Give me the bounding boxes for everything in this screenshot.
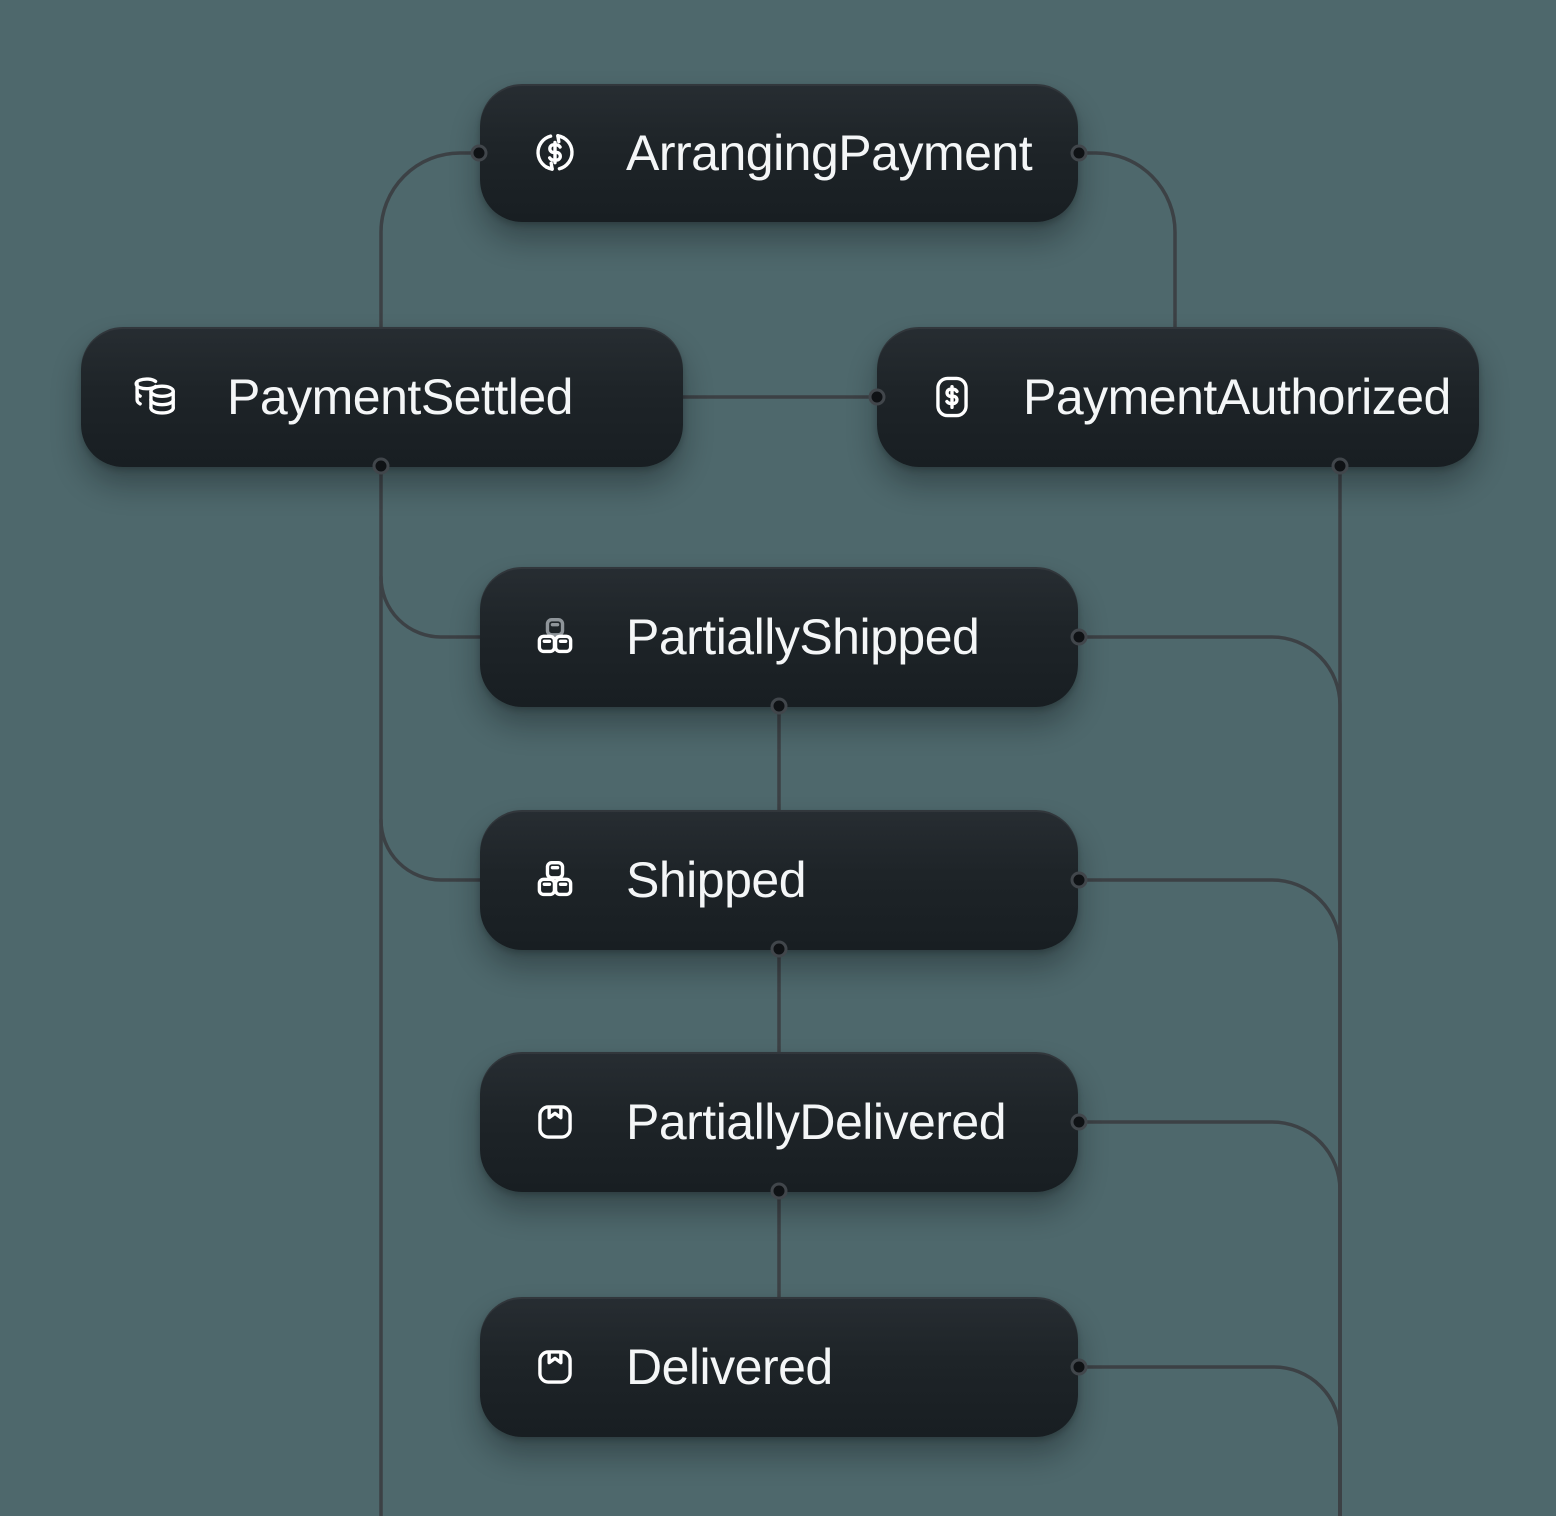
node-payment-settled[interactable]: PaymentSettled (81, 327, 683, 467)
node-payment-authorized[interactable]: PaymentAuthorized (877, 327, 1479, 467)
edge-partially-delivered-to-bottom (1078, 1120, 1342, 1516)
package-icon (528, 1340, 582, 1394)
dollar-square-icon (925, 370, 979, 424)
port-arranging-payment-left[interactable] (470, 144, 488, 162)
edge-shipped-to-bottom (1078, 878, 1342, 1516)
edge-partially-shipped-to-bottom (1078, 635, 1342, 1516)
node-partially-shipped[interactable]: PartiallyShipped (480, 567, 1078, 707)
node-label: PaymentSettled (227, 369, 573, 425)
package-icon (528, 1095, 582, 1149)
edge-arranging-payment-to-payment-authorized (1078, 151, 1177, 331)
edge-payment-settled-to-shipped (379, 818, 484, 882)
port-partially-shipped-right[interactable] (1070, 628, 1088, 646)
node-delivered[interactable]: Delivered (480, 1297, 1078, 1437)
boxes-partial-icon (528, 610, 582, 664)
node-label: ArrangingPayment (626, 125, 1033, 181)
port-delivered-right[interactable] (1070, 1358, 1088, 1376)
port-partially-delivered-bottom[interactable] (770, 1182, 788, 1200)
port-payment-settled-bottom[interactable] (372, 457, 390, 475)
node-partially-delivered[interactable]: PartiallyDelivered (480, 1052, 1078, 1192)
edge-delivered-to-bottom (1078, 1365, 1342, 1516)
edge-payment-settled-to-partially-shipped (379, 575, 484, 639)
node-label: PaymentAuthorized (1023, 369, 1451, 425)
node-shipped[interactable]: Shipped (480, 810, 1078, 950)
port-partially-delivered-right[interactable] (1070, 1113, 1088, 1131)
port-partially-shipped-bottom[interactable] (770, 697, 788, 715)
port-shipped-right[interactable] (1070, 871, 1088, 889)
coins-icon (129, 370, 183, 424)
node-label: Delivered (626, 1339, 833, 1395)
port-payment-authorized-left[interactable] (868, 388, 886, 406)
boxes-icon (528, 853, 582, 907)
currency-exchange-icon (528, 126, 582, 180)
node-label: PartiallyShipped (626, 609, 980, 665)
port-payment-authorized-bottom[interactable] (1331, 457, 1349, 475)
port-arranging-payment-right[interactable] (1070, 144, 1088, 162)
port-shipped-bottom[interactable] (770, 940, 788, 958)
node-label: PartiallyDelivered (626, 1094, 1007, 1150)
node-label: Shipped (626, 852, 807, 908)
edge-arranging-payment-to-payment-settled (379, 151, 480, 331)
node-arranging-payment[interactable]: ArrangingPayment (480, 84, 1078, 222)
